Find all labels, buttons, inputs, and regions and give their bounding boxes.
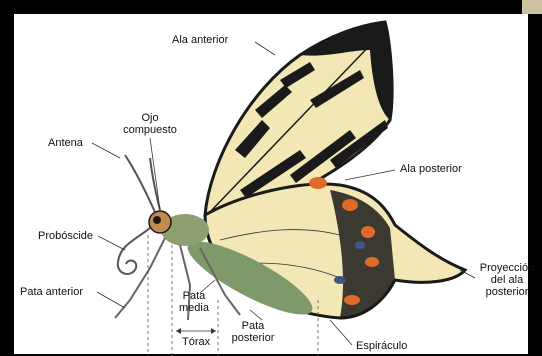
label-pata-media: Pata media (173, 290, 215, 314)
label-ojo-compuesto: Ojo compuesto (115, 112, 185, 136)
label-ala-anterior: Ala anterior (172, 34, 228, 46)
label-antena: Antena (48, 137, 83, 149)
label-proboscide: Probóscide (38, 230, 93, 242)
proboscis (118, 228, 150, 274)
label-proyeccion-ala-posterior: Proyección del ala posterior (476, 262, 538, 298)
label-pata-posterior: Pata posterior (226, 320, 280, 344)
label-espiraculo: Espiráculo (356, 340, 407, 352)
label-torax: Tórax (182, 336, 210, 348)
label-pata-anterior: Pata anterior (20, 286, 83, 298)
label-ala-posterior: Ala posterior (400, 163, 462, 175)
hindwing (205, 177, 465, 318)
